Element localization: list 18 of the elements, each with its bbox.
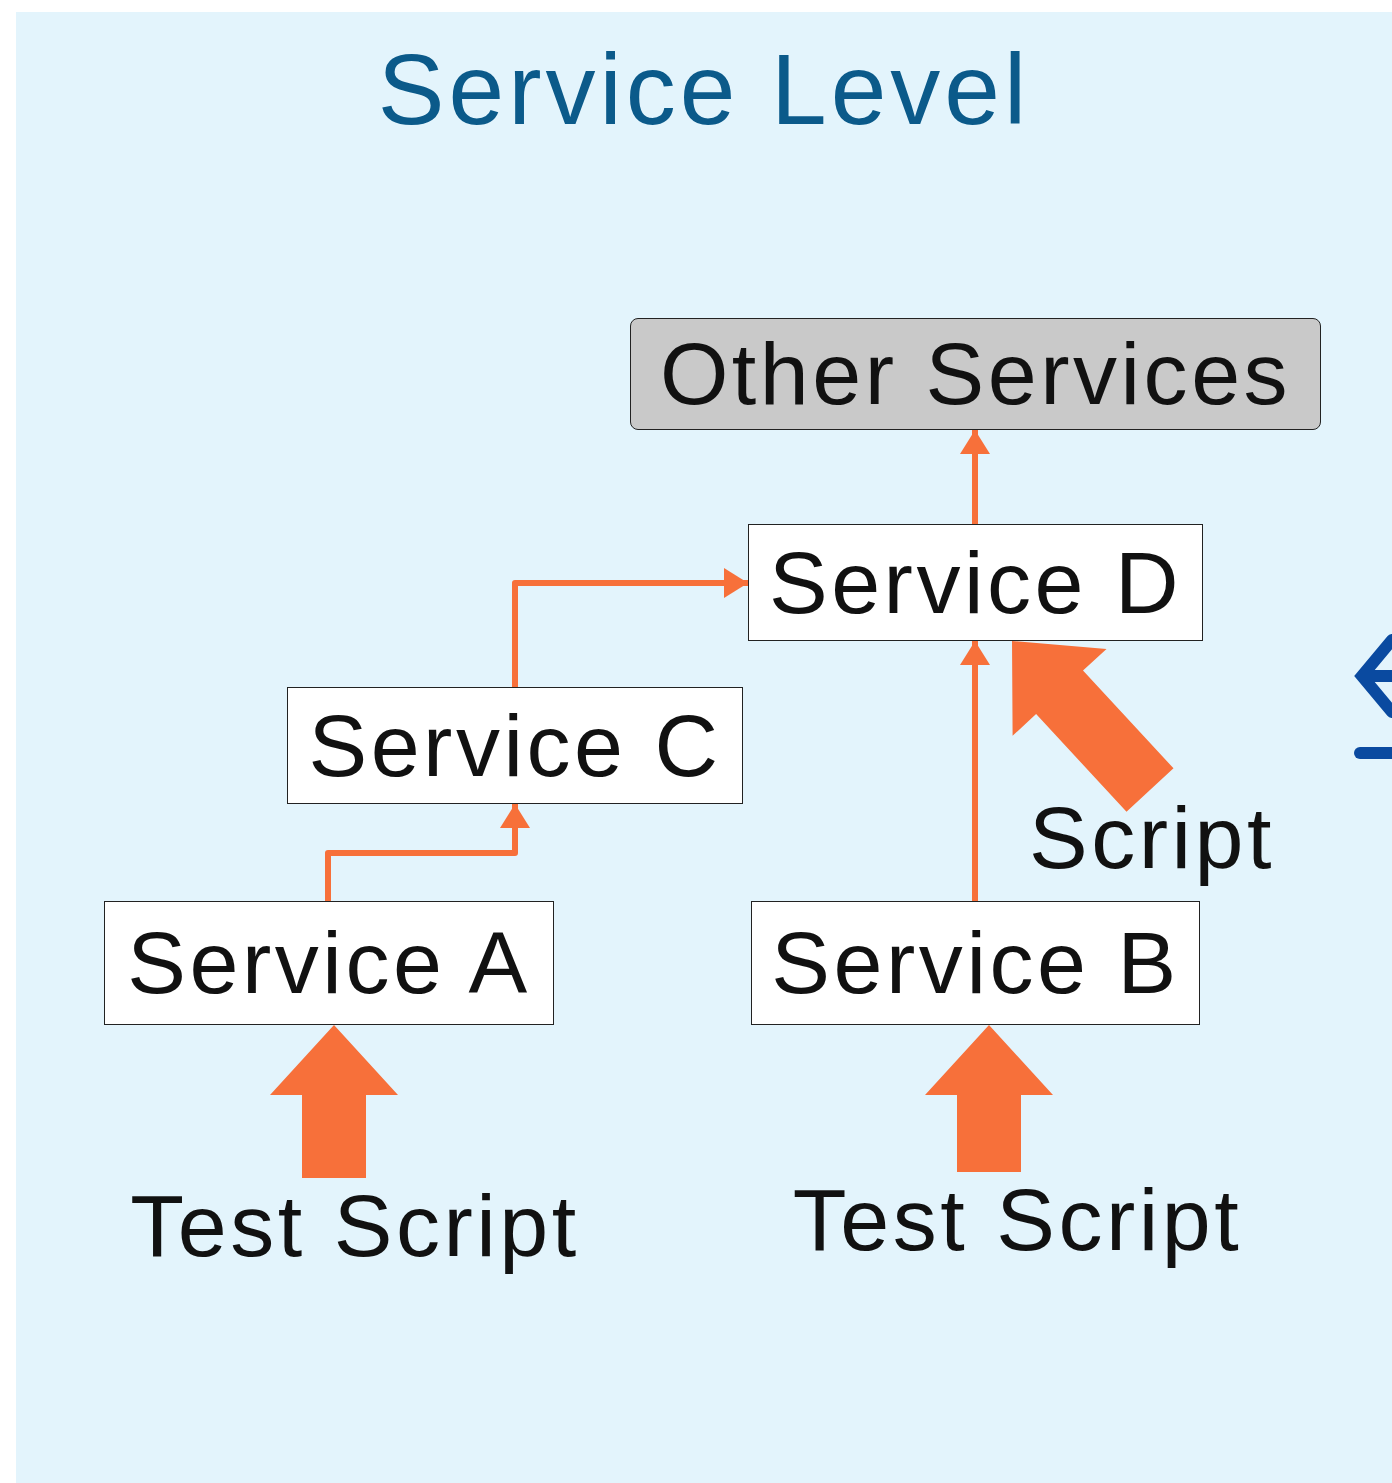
process-box [630, 318, 1321, 430]
arrow [960, 641, 990, 901]
arrow [960, 430, 990, 524]
box-label: Service B [771, 919, 1180, 1007]
block-arrow [1012, 641, 1174, 812]
title: Service Level [376, 34, 1032, 144]
box-label: Service C [308, 701, 722, 790]
box-label: Other Services [659, 330, 1292, 418]
process-box [751, 901, 1200, 1025]
arrow [325, 804, 530, 901]
process-box [287, 687, 743, 804]
process-box [104, 901, 554, 1025]
block-arrow [270, 1025, 398, 1178]
box-label: Service A [127, 919, 531, 1007]
block-arrow [925, 1025, 1053, 1172]
process-box [748, 524, 1203, 641]
arrow [512, 568, 748, 687]
box-label: Service D [768, 538, 1183, 627]
